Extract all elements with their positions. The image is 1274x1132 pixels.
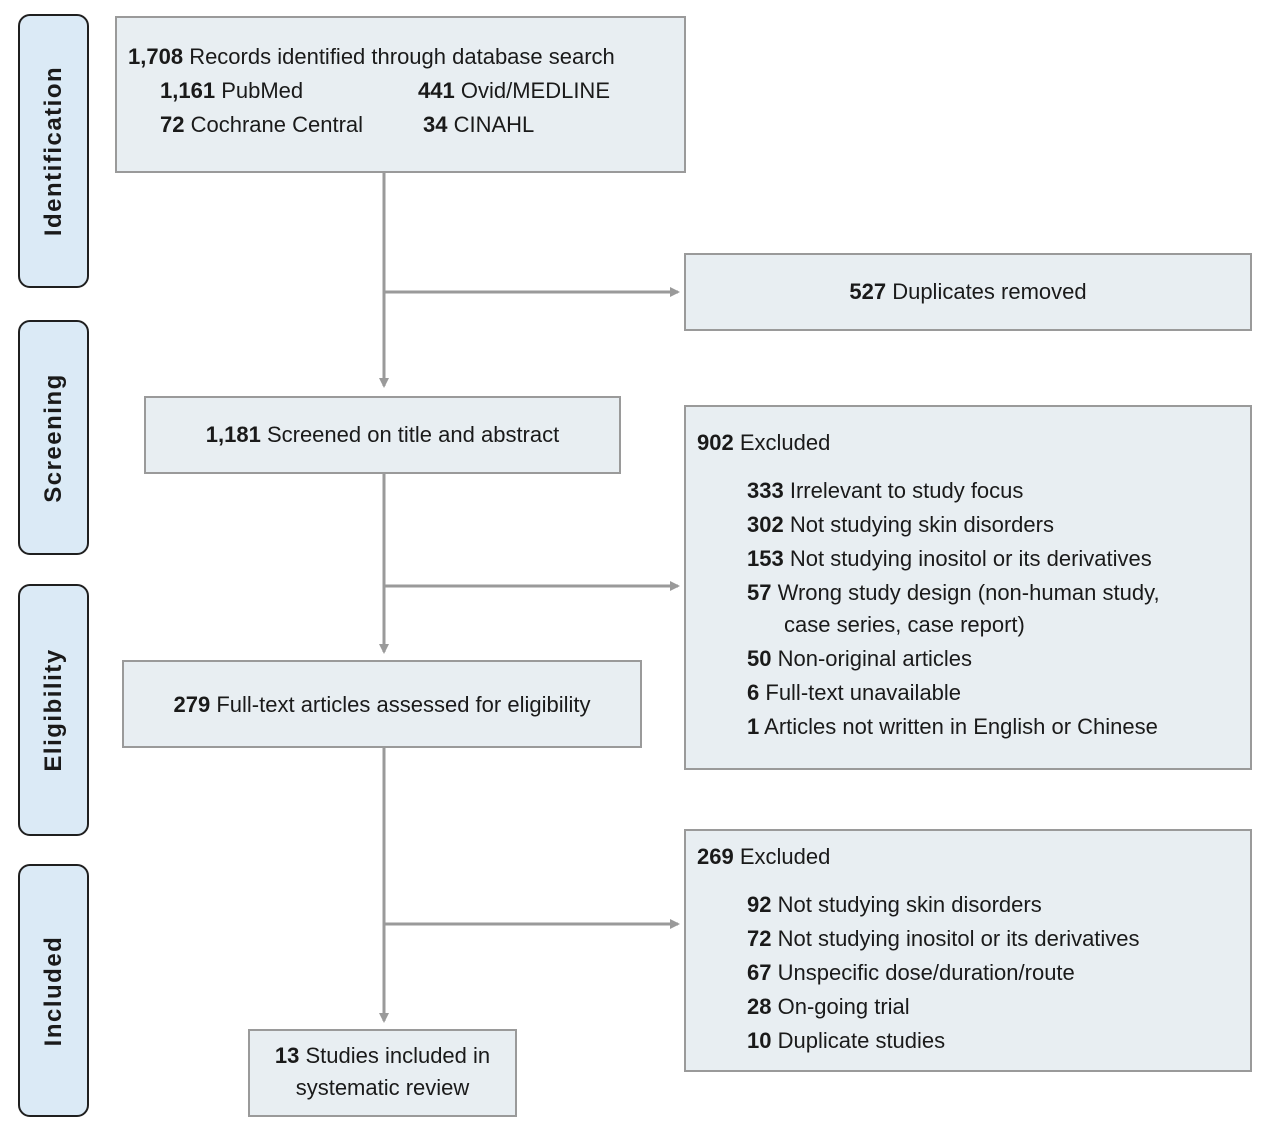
source-cinahl: 34 CINAHL [423,112,535,137]
phase-identification: Identification [18,14,89,288]
excluded-screening-reason-continued: case series, case report) [784,612,1025,637]
fulltext-box: 279 Full-text articles assessed for elig… [122,660,642,748]
excluded-eligibility-count: 269 [697,844,734,869]
included-box: 13 Studies included in systematic review [248,1029,517,1117]
excluded-screening-box: 902 Excluded 333 Irrelevant to study foc… [684,405,1252,770]
duplicates-label: Duplicates removed [892,279,1087,304]
identified-label: Records identified through database sear… [189,44,615,69]
excluded-screening-reason: 6 Full-text unavailable [747,680,962,705]
excluded-screening-reason: 1 Articles not written in English or Chi… [747,714,1158,739]
identified-count: 1,708 [128,44,184,69]
excluded-screening-reason: 153 Not studying inositol or its derivat… [747,546,1152,571]
source-cochrane: 72 Cochrane Central [160,112,364,137]
phase-eligibility: Eligibility [18,584,89,836]
identified-total: 1,708 Records identified through databas… [128,40,684,74]
excluded-eligibility-reason: 10 Duplicate studies [747,1028,946,1053]
excluded-screening-label: Excluded [739,430,831,455]
phase-screening: Screening [18,320,89,555]
excluded-eligibility-label: Excluded [739,844,831,869]
excluded-screening-reason: 50 Non-original articles [747,646,973,671]
excluded-eligibility-header: 269 Excluded [697,840,1250,874]
screened-box: 1,181 Screened on title and abstract [144,396,621,474]
screened-count: 1,181 [205,422,261,447]
duplicates-box: 527 Duplicates removed [684,253,1252,331]
excluded-eligibility-box: 269 Excluded 92 Not studying skin disord… [684,829,1252,1072]
screened-label: Screened on title and abstract [266,422,560,447]
included-line-1: 13 Studies included in [250,1040,515,1072]
excluded-screening-header: 902 Excluded [697,426,1250,460]
phase-included: Included [18,864,89,1117]
identified-box: 1,708 Records identified through databas… [115,16,686,173]
included-label: Studies included in [305,1043,491,1068]
source-ovid-medline: 441 Ovid/MEDLINE [418,78,610,103]
included-line-2: systematic review [295,1075,470,1100]
excluded-eligibility-reason: 92 Not studying skin disorders [747,892,1042,917]
fulltext-label: Full-text articles assessed for eligibil… [216,692,591,717]
excluded-screening-reason: 333 Irrelevant to study focus [747,478,1024,503]
excluded-screening-reason: 302 Not studying skin disorders [747,512,1054,537]
source-pubmed: 1,161 PubMed [160,78,304,103]
excluded-eligibility-reason: 28 On-going trial [747,994,910,1019]
excluded-eligibility-reason: 72 Not studying inositol or its derivati… [747,926,1140,951]
fulltext-count: 279 [173,692,211,717]
duplicates-count: 527 [849,279,887,304]
excluded-screening-count: 902 [697,430,734,455]
included-count: 13 [274,1043,300,1068]
excluded-eligibility-reason: 67 Unspecific dose/duration/route [747,960,1075,985]
excluded-screening-reason: 57 Wrong study design (non-human study, [747,580,1160,605]
